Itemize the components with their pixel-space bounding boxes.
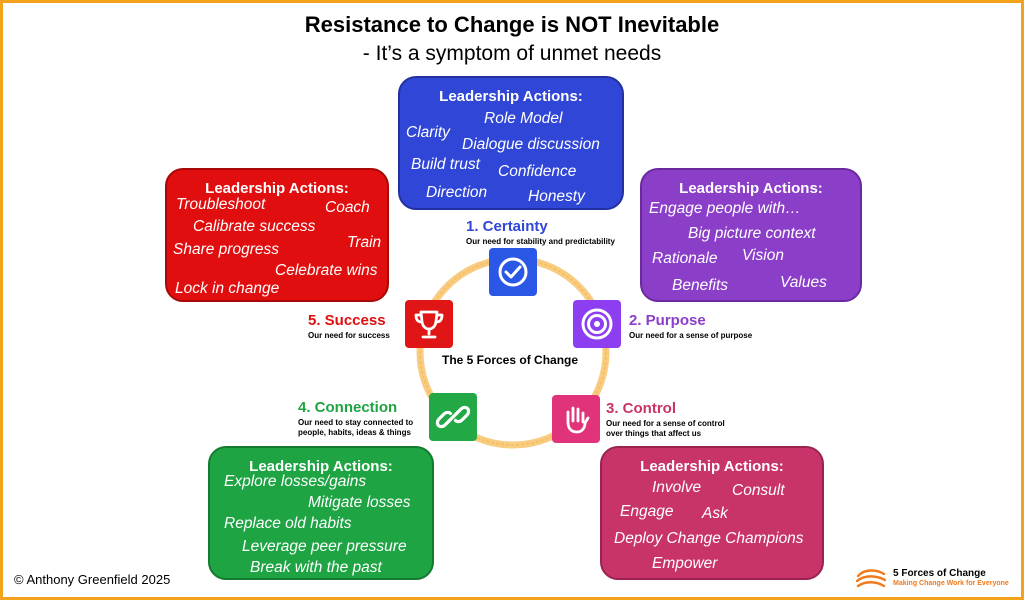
purpose-actions-heading: Leadership Actions: — [679, 180, 823, 197]
hand-icon — [552, 395, 600, 443]
certainty-actions-heading: Leadership Actions: — [439, 88, 583, 105]
control-action: Engage — [620, 503, 674, 520]
center-label: The 5 Forces of Change — [442, 353, 579, 367]
success-actions-heading: Leadership Actions: — [205, 180, 349, 197]
control-action: Empower — [652, 555, 718, 572]
control-actions-heading: Leadership Actions: — [640, 458, 784, 475]
certainty-action: Role Model — [484, 110, 563, 127]
connection-action: Mitigate losses — [308, 494, 411, 511]
certainty-action: Dialogue discussion — [462, 136, 600, 153]
connection-actions-heading: Leadership Actions: — [249, 458, 393, 475]
certainty-action: Confidence — [498, 163, 577, 180]
trophy-icon — [405, 300, 453, 348]
success-action: Troubleshoot — [176, 196, 266, 213]
purpose-description: Our need for a sense of purpose — [629, 331, 753, 340]
control-description: over things that affect us — [606, 429, 702, 438]
success-description: Our need for success — [308, 331, 390, 340]
control-action: Consult — [732, 482, 785, 499]
page-subtitle: - It’s a symptom of unmet needs — [362, 42, 662, 65]
success-action: Share progress — [173, 241, 279, 258]
target-icon — [573, 300, 621, 348]
purpose-action: Vision — [742, 247, 784, 264]
purpose-action: Values — [780, 274, 827, 291]
success-title: 5. Success — [308, 312, 386, 329]
success-action: Coach — [325, 199, 370, 216]
logo-tagline: Making Change Work for Everyone — [893, 580, 1009, 587]
connection-action: Explore losses/gains — [224, 473, 367, 490]
link-icon — [429, 393, 477, 441]
connection-description: Our need to stay connected to — [298, 418, 414, 427]
purpose-action: Rationale — [652, 250, 718, 267]
success-action: Celebrate wins — [275, 262, 378, 279]
control-action: Ask — [702, 505, 728, 522]
connection-action: Leverage peer pressure — [242, 538, 407, 555]
purpose-action: Benefits — [672, 277, 729, 294]
certainty-description: Our need for stability and predictabilit… — [466, 237, 615, 246]
copyright-text: © Anthony Greenfield 2025 — [14, 572, 171, 587]
certainty-action: Clarity — [406, 124, 450, 141]
certainty-title: 1. Certainty — [466, 218, 548, 235]
certainty-actions-box: Leadership Actions: Role Model Clarity D… — [398, 76, 624, 210]
control-actions-box: Leadership Actions: Involve Consult Enga… — [600, 446, 824, 580]
connection-description: people, habits, ideas & things — [298, 428, 411, 437]
success-action: Lock in change — [175, 280, 280, 297]
success-actions-box: Leadership Actions: Troubleshoot Coach C… — [165, 168, 389, 302]
certainty-action: Build trust — [411, 156, 480, 173]
logo-mark-icon — [855, 569, 887, 588]
purpose-action: Engage people with… — [649, 200, 801, 217]
purpose-action: Big picture context — [688, 225, 816, 242]
purpose-title: 2. Purpose — [629, 312, 706, 329]
certainty-action: Direction — [426, 184, 488, 201]
connection-actions-box: Leadership Actions: Explore losses/gains… — [208, 446, 434, 580]
connection-action: Replace old habits — [224, 515, 352, 532]
certainty-action: Honesty — [528, 188, 585, 205]
control-action: Deploy Change Champions — [614, 530, 804, 547]
connection-action: Break with the past — [250, 559, 382, 576]
purpose-actions-box: Leadership Actions: Engage people with… … — [640, 168, 862, 302]
control-title: 3. Control — [606, 400, 676, 417]
page-title: Resistance to Change is NOT Inevitable — [304, 12, 720, 37]
success-action: Calibrate success — [193, 218, 316, 235]
check-circle-icon — [489, 248, 537, 296]
logo-name: 5 Forces of Change — [893, 568, 986, 579]
success-action: Train — [347, 234, 382, 251]
control-description: Our need for a sense of control — [606, 419, 725, 428]
connection-title: 4. Connection — [298, 399, 398, 416]
control-action: Involve — [652, 479, 702, 496]
